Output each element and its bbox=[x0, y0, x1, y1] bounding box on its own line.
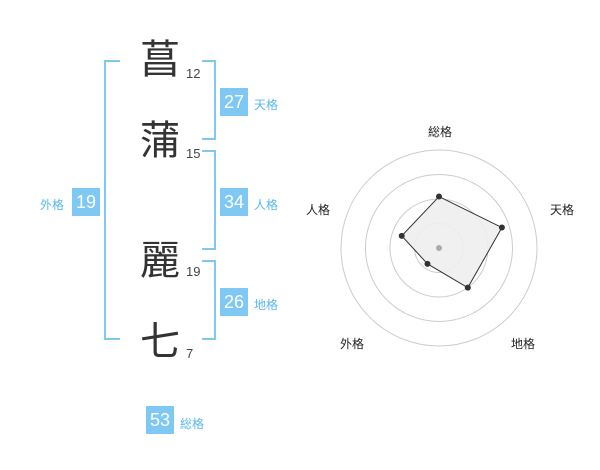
radar-label-gaikaku: 外格 bbox=[340, 337, 365, 351]
radar-data-point bbox=[464, 284, 471, 291]
gaikaku-value: 19 bbox=[72, 188, 100, 216]
stroke-count-2: 15 bbox=[186, 146, 201, 161]
tenkaku-label: 天格 bbox=[254, 98, 279, 112]
chikaku-label: 地格 bbox=[254, 298, 279, 312]
radar-label-jinkaku: 人格 bbox=[306, 203, 331, 217]
chikaku-bracket bbox=[202, 260, 216, 340]
tenkaku-value: 27 bbox=[220, 88, 248, 116]
radar-center-dot bbox=[436, 245, 442, 251]
radar-data-point bbox=[436, 193, 442, 200]
soukaku-label: 総格 bbox=[180, 417, 205, 431]
name-char-1: 菖 bbox=[140, 37, 180, 83]
jinkaku-bracket bbox=[202, 150, 216, 250]
chikaku-value: 26 bbox=[220, 288, 248, 316]
soukaku-value: 53 bbox=[146, 406, 174, 434]
gaikaku-label: 外格 bbox=[40, 198, 65, 212]
stroke-count-3: 19 bbox=[186, 264, 201, 279]
radar-label-soukaku: 総格 bbox=[428, 125, 453, 139]
name-char-2: 蒲 bbox=[140, 118, 180, 164]
name-char-4: 七 bbox=[140, 319, 180, 365]
radar-label-chikaku: 地格 bbox=[511, 337, 536, 351]
jinkaku-label: 人格 bbox=[254, 198, 279, 212]
tenkaku-bracket bbox=[202, 60, 216, 140]
radar-data-point bbox=[424, 260, 431, 267]
radar-data-polygon bbox=[401, 195, 503, 289]
radar-data-point bbox=[398, 232, 405, 239]
gaikaku-bracket bbox=[104, 60, 120, 340]
radar-grid-ring bbox=[365, 174, 513, 322]
name-char-3: 麗 bbox=[140, 238, 180, 284]
radar-grid-ring bbox=[340, 149, 538, 347]
radar-data-point bbox=[498, 224, 505, 231]
stroke-count-1: 12 bbox=[186, 66, 201, 81]
stroke-count-4: 7 bbox=[186, 346, 194, 361]
jinkaku-value: 34 bbox=[220, 188, 248, 216]
radar-label-tenkaku: 天格 bbox=[550, 203, 575, 217]
